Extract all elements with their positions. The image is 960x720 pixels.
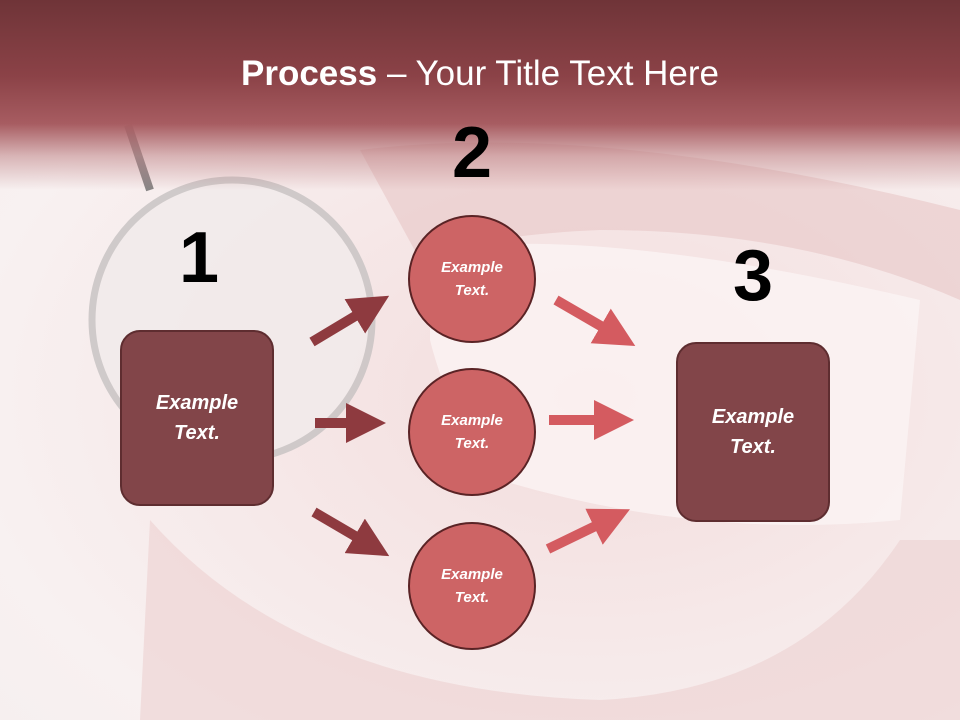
step-2-circle-bottom: Example Text. [408, 522, 536, 650]
step-number-2: 2 [451, 113, 493, 193]
arrow-bottom-to-3 [545, 508, 630, 554]
step-number-3: 3 [732, 236, 774, 316]
step-3-box: Example Text. [676, 342, 830, 522]
arrow-1-to-top [309, 295, 390, 347]
lower-lip-shape [140, 520, 960, 720]
arrow-1-to-bottom [311, 507, 390, 557]
step-1-box: Example Text. [120, 330, 274, 506]
title-bold: Process [241, 54, 378, 93]
step-number-1: 1 [178, 218, 220, 298]
step-2-circle-top: Example Text. [408, 215, 536, 343]
arrow-top-to-3 [553, 295, 636, 347]
slide-title: Process – Your Title Text Here [0, 52, 960, 96]
step-2-circle-middle: Example Text. [408, 368, 536, 496]
title-rest: – Your Title Text Here [377, 54, 719, 93]
title-banner [0, 0, 960, 190]
